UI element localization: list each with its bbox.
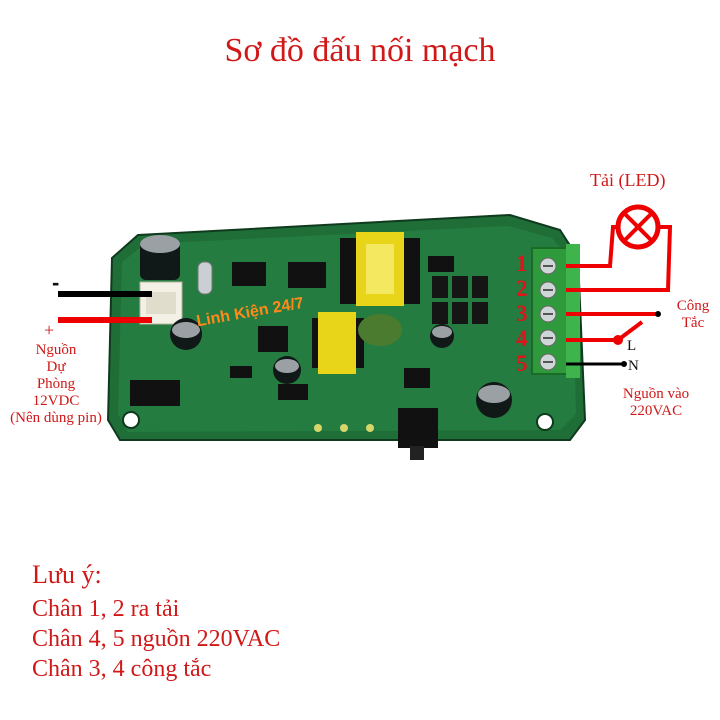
note-item: Chân 3, 4 công tắc xyxy=(32,656,212,682)
switch-label: Công Tắc xyxy=(676,298,710,331)
neutral-wire xyxy=(566,361,627,367)
ac-input-label: Nguồn vào 220VAC xyxy=(622,386,690,419)
led-lamp-icon xyxy=(615,204,661,250)
notes-heading: Lưu ý: xyxy=(32,560,102,589)
line-N-label: N xyxy=(628,358,639,374)
minus-sign: - xyxy=(52,270,60,295)
note-item: Chân 4, 5 nguồn 220VAC xyxy=(32,626,281,652)
load-label: Tải (LED) xyxy=(590,170,666,190)
backup-wires xyxy=(58,291,152,323)
terminal-number-1: 1 xyxy=(516,251,528,276)
plus-sign: + xyxy=(44,320,55,340)
line-L-label: L xyxy=(627,338,637,354)
pcb-board xyxy=(106,213,587,460)
page-title: Sơ đồ đấu nối mạch xyxy=(224,32,496,69)
note-item: Chân 1, 2 ra tải xyxy=(32,596,180,622)
terminal-number-2: 2 xyxy=(516,276,528,301)
notes: Lưu ý: Chân 1, 2 ra tải Chân 4, 5 nguồn … xyxy=(32,560,280,684)
load-wires xyxy=(566,225,673,292)
terminal-block xyxy=(531,244,580,378)
terminal-number-5: 5 xyxy=(516,351,528,376)
terminal-number-4: 4 xyxy=(516,326,528,351)
switch-wires xyxy=(566,312,656,345)
terminal-number-3: 3 xyxy=(516,301,528,326)
backup-supply-label: Nguồn Dự Phòng 12VDC (Nên dùng pin) xyxy=(10,342,102,426)
